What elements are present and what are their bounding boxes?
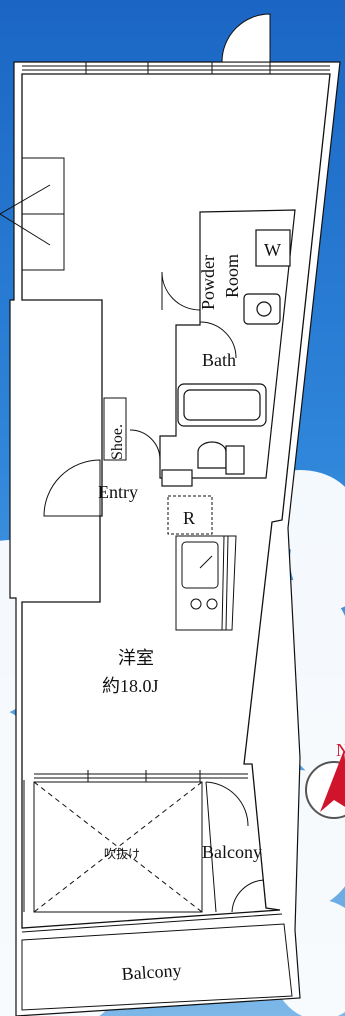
entry-door xyxy=(43,459,101,517)
north-arrow-icon xyxy=(320,750,345,812)
refrigerator-space xyxy=(167,495,213,535)
void-area xyxy=(23,780,203,913)
entry-label: Entry xyxy=(98,482,138,502)
refrigerator-label: R xyxy=(183,508,195,528)
kitchen xyxy=(175,535,237,631)
powder-room-label-2: Room xyxy=(222,254,242,298)
bath-label: Bath xyxy=(202,350,236,370)
bottom-balcony xyxy=(21,913,293,1011)
side-balcony xyxy=(205,781,265,913)
void-window-line xyxy=(34,770,248,782)
compass-letter: N xyxy=(336,740,345,760)
compass: N xyxy=(305,740,345,819)
powder-room-label-1: Powder xyxy=(198,255,218,310)
shoe-cabinet xyxy=(103,397,127,461)
wet-core xyxy=(159,209,296,487)
western-room-label: 洋室 xyxy=(118,648,154,668)
top-door xyxy=(221,13,271,63)
bottom-balcony-label: Balcony xyxy=(121,960,182,984)
side-balcony-label: Balcony xyxy=(202,842,262,862)
core-doors xyxy=(129,271,237,461)
left-storage xyxy=(0,157,65,271)
shoe-label: Shoe. xyxy=(109,424,126,460)
washer-label: W xyxy=(264,240,281,260)
western-room-size: 約18.0J xyxy=(102,676,159,696)
void-label: 吹抜け xyxy=(104,847,140,861)
top-window xyxy=(22,62,330,74)
